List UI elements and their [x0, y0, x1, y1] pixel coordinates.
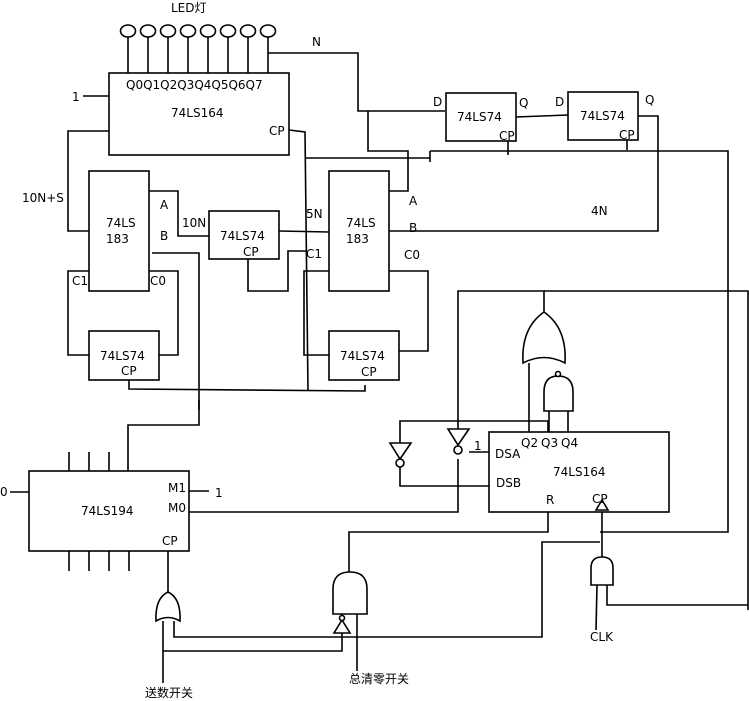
label-reset-switch: 总清零开关: [349, 672, 409, 686]
nand-bubble: [554, 370, 562, 378]
label-4n: 4N: [591, 204, 608, 218]
label-m0: M0: [168, 501, 186, 515]
flipflop-d1: [445, 92, 517, 142]
label-q-outputs: Q0Q1Q2Q3Q4Q5Q6Q7: [126, 78, 263, 92]
chip-74ls164-top: [108, 72, 290, 156]
label-one-left: 1: [72, 90, 80, 104]
label-cp-ff1: CP: [499, 129, 515, 143]
inverter-1-bubble: [395, 458, 405, 468]
label-q4-out: Q4: [561, 436, 578, 450]
label-a2: A: [409, 194, 418, 208]
label-5n: 5N: [306, 207, 323, 221]
label-n: N: [312, 35, 321, 49]
label-adder2-line2: 183: [346, 232, 369, 246]
and-gate-reset: [332, 571, 368, 615]
label-10n: 10N: [182, 216, 206, 230]
flipflop-carry-2: [328, 330, 400, 381]
chip-74ls194: [28, 470, 190, 552]
label-d1: D: [433, 95, 442, 109]
adder-2: [328, 170, 390, 292]
label-cp-164-bottom: CP: [592, 492, 608, 506]
label-dsb: DSB: [496, 476, 521, 490]
label-b2: B: [409, 221, 417, 235]
label-ff1: 74LS74: [457, 110, 502, 124]
led-7: [259, 24, 277, 38]
label-q1: Q: [519, 96, 528, 110]
led-2: [159, 24, 177, 38]
label-cp-164-top: CP: [269, 124, 285, 138]
label-cp-194: CP: [162, 534, 178, 548]
flipflop-10n: [208, 210, 280, 260]
label-dsa: DSA: [495, 447, 521, 461]
label-b1: B: [160, 229, 168, 243]
chip-74ls164-bottom: [488, 431, 670, 513]
label-adder2-line1: 74LS: [346, 216, 376, 230]
label-d2: D: [555, 95, 564, 109]
inverter-2-bubble: [453, 445, 463, 455]
or-gate-send: [155, 591, 181, 623]
label-q2-out: Q2: [521, 436, 538, 450]
inverter-2: [446, 428, 471, 447]
led-array: [119, 24, 277, 38]
led-1: [139, 24, 157, 38]
flipflop-carry-1: [88, 330, 160, 381]
chips: [28, 72, 670, 552]
label-cp-10n: CP: [243, 245, 259, 259]
led-5: [219, 24, 237, 38]
led-3: [179, 24, 197, 38]
label-r: R: [546, 493, 554, 507]
gates: [155, 311, 614, 634]
label-adder1-line1: 74LS: [106, 216, 136, 230]
led-title: LED灯: [171, 1, 207, 15]
inverter-reset-bubble: [338, 614, 346, 622]
label-m1: M1: [168, 481, 186, 495]
label-cp-carry1: CP: [121, 364, 137, 378]
label-ff2: 74LS74: [580, 109, 625, 123]
and-gate-clk: [590, 556, 614, 586]
nand-gate: [543, 375, 574, 412]
led-6: [239, 24, 257, 38]
inverter-1: [388, 442, 413, 461]
label-a1: A: [160, 198, 169, 212]
label-chip-164-bottom: 74LS164: [553, 465, 605, 479]
flipflop-d2: [567, 91, 639, 141]
label-c1-right: C1: [306, 247, 322, 261]
label-clk: CLK: [590, 630, 614, 644]
or-gate-top: [522, 311, 566, 365]
label-c0-left: C0: [150, 274, 166, 288]
label-c1-left: C1: [72, 274, 88, 288]
label-one-m1: 1: [215, 486, 223, 500]
label-ff-10n: 74LS74: [220, 229, 265, 243]
label-chip-194: 74LS194: [81, 504, 133, 518]
label-q3-out: Q3: [541, 436, 558, 450]
label-ff-carry2: 74LS74: [340, 349, 385, 363]
label-cp-ff2: CP: [619, 128, 635, 142]
label-q2: Q: [645, 93, 654, 107]
label-one-dsa: 1: [474, 439, 482, 453]
led-4: [199, 24, 217, 38]
label-adder1-line2: 183: [106, 232, 129, 246]
inverter-reset: [332, 618, 352, 634]
cp-clock-marker: [594, 498, 610, 511]
adder-1: [88, 170, 150, 292]
label-chip-164-top: 74LS164: [171, 106, 223, 120]
led-0: [119, 24, 137, 38]
labels: LED灯 N 1 Q0Q1Q2Q3Q4Q5Q6Q7 74LS164 CP D Q…: [0, 1, 654, 700]
label-10n-s: 10N+S: [22, 191, 64, 205]
label-c0-right: C0: [404, 248, 420, 262]
label-ff-carry1: 74LS74: [100, 349, 145, 363]
label-send-switch: 送数开关: [145, 685, 193, 700]
label-cp-carry2: CP: [361, 365, 377, 379]
label-zero: 0: [0, 485, 8, 499]
